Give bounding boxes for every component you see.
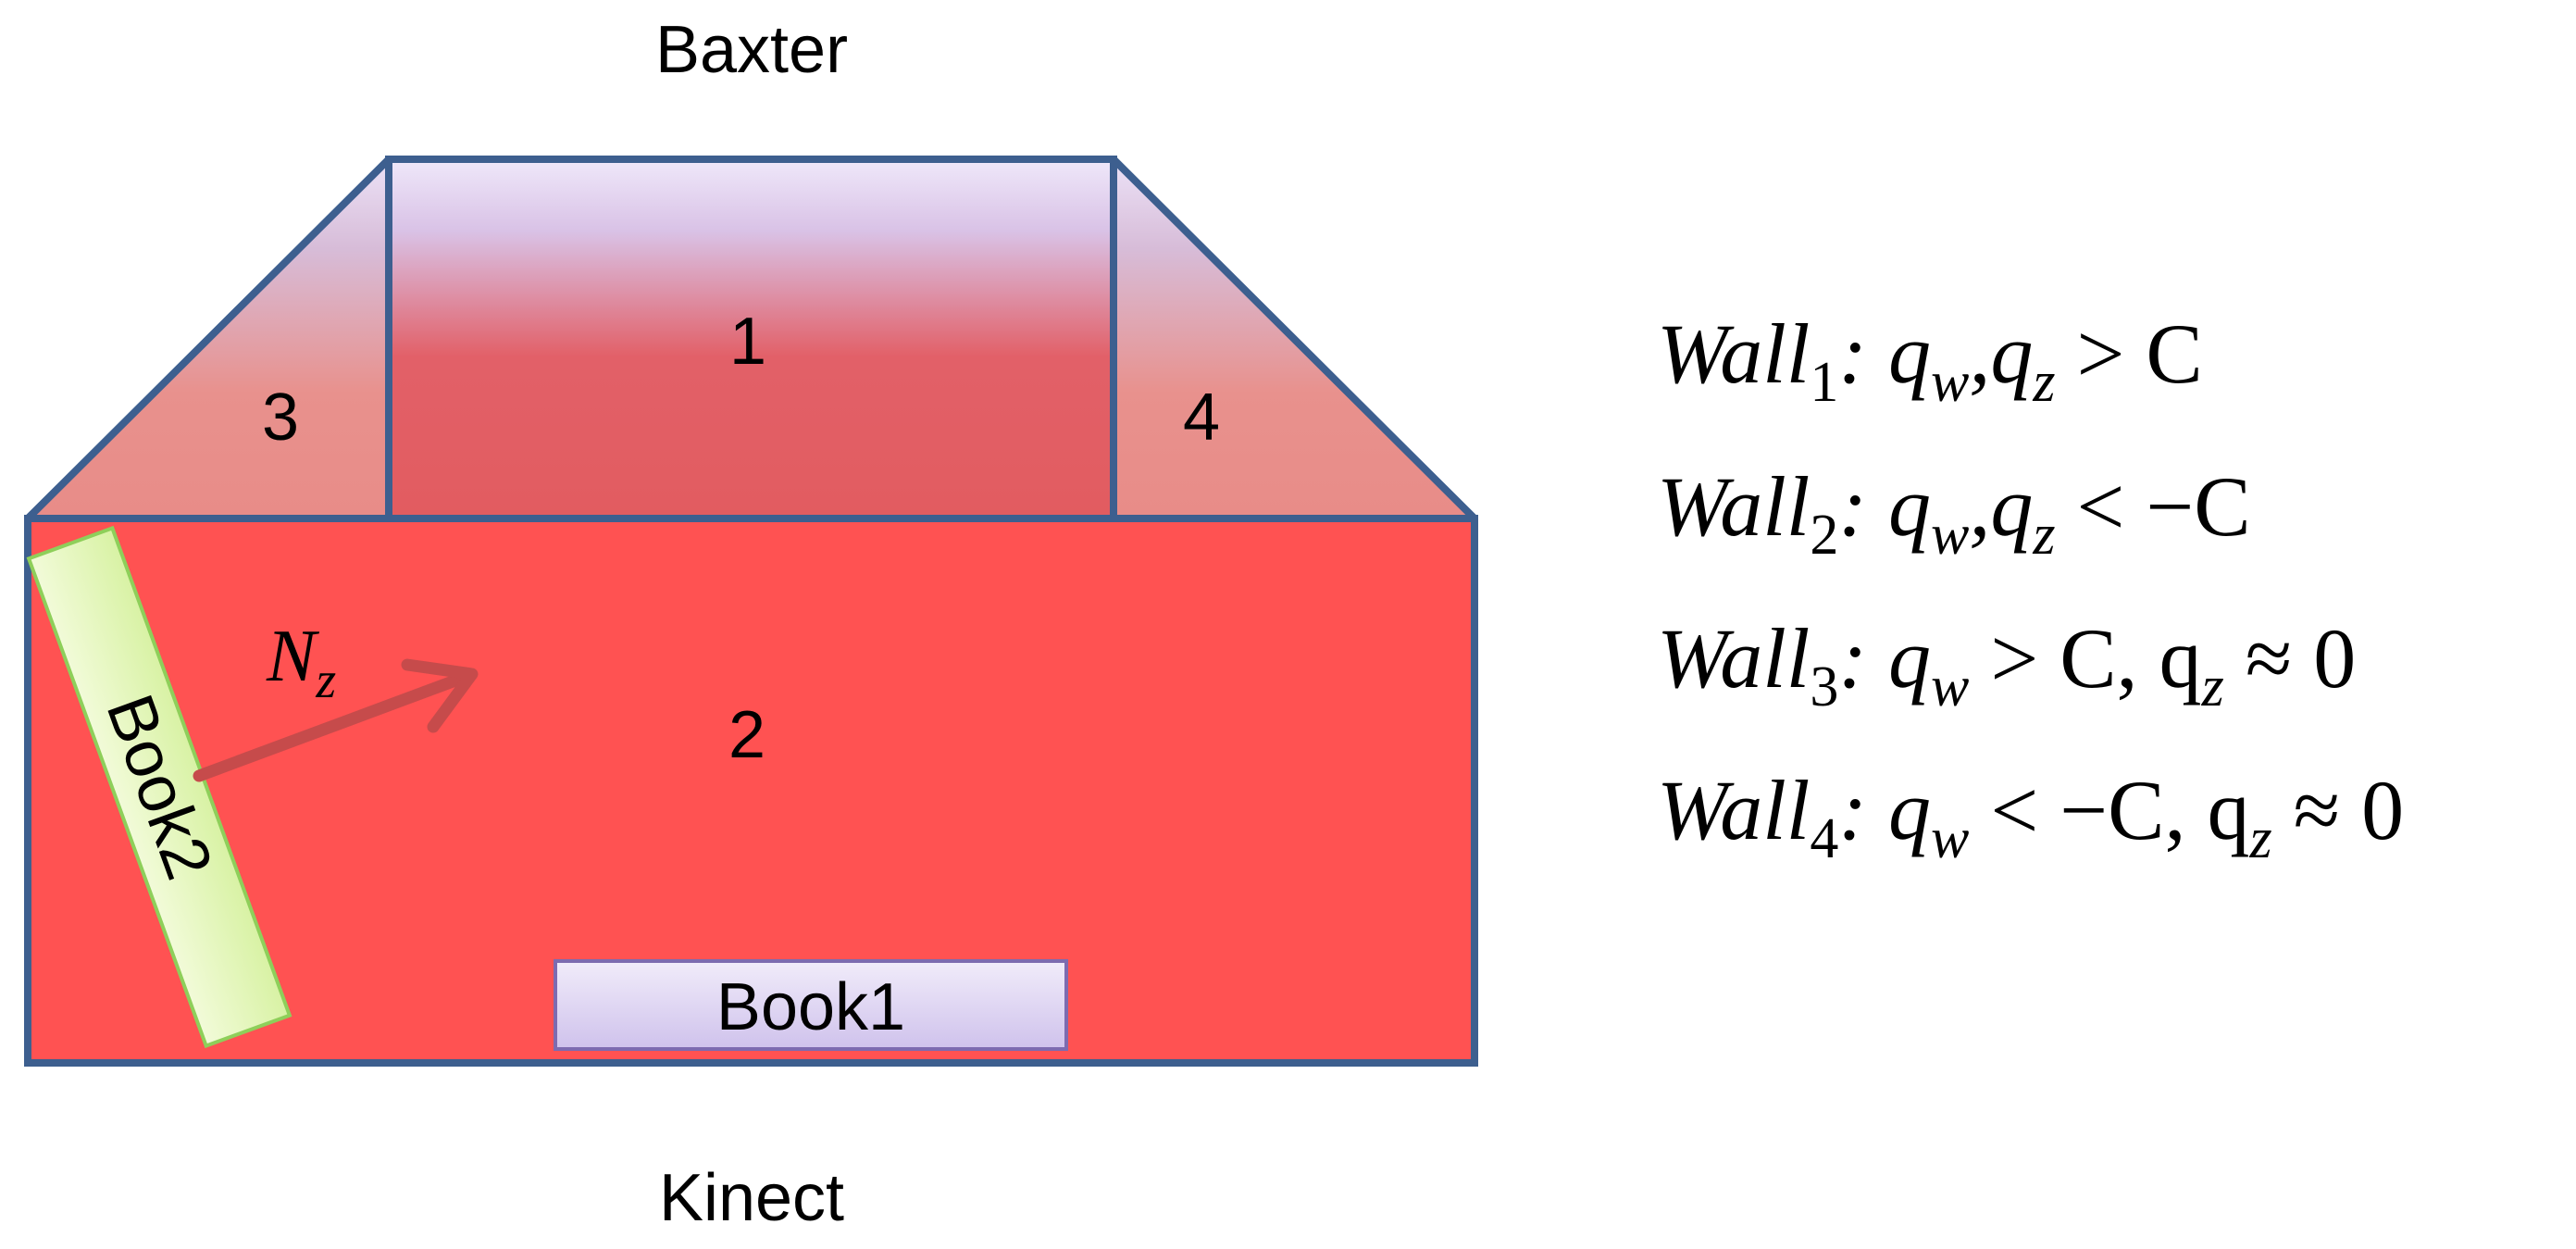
wall-3 [24, 156, 392, 522]
equation-wall-1: Wall1: qw,qz > C [1657, 306, 2203, 414]
wall-3-label: 3 [262, 381, 299, 455]
wall-1 [385, 156, 1117, 522]
equations: Wall1: qw,qz > C Wall2: qw,qz < −C Wall3… [1657, 306, 2404, 870]
wall-4-label: 4 [1183, 381, 1220, 455]
normal-label: Nz [266, 616, 336, 709]
kinect-label: Kinect [659, 1161, 844, 1235]
book1 [554, 959, 1068, 1051]
normal-arrow [193, 658, 479, 782]
book1-label: Book1 [716, 970, 905, 1044]
equation-wall-3: Wall3: qw > C, qz ≈ 0 [1657, 611, 2356, 718]
baxter-label: Baxter [655, 13, 848, 87]
equation-wall-4: Wall4: qw < −C, qz ≈ 0 [1657, 763, 2404, 870]
wall-1-label: 1 [729, 305, 766, 379]
wall-4 [1110, 156, 1478, 522]
wall-2-label: 2 [728, 698, 765, 772]
equation-wall-2: Wall2: qw,qz < −C [1657, 459, 2251, 567]
